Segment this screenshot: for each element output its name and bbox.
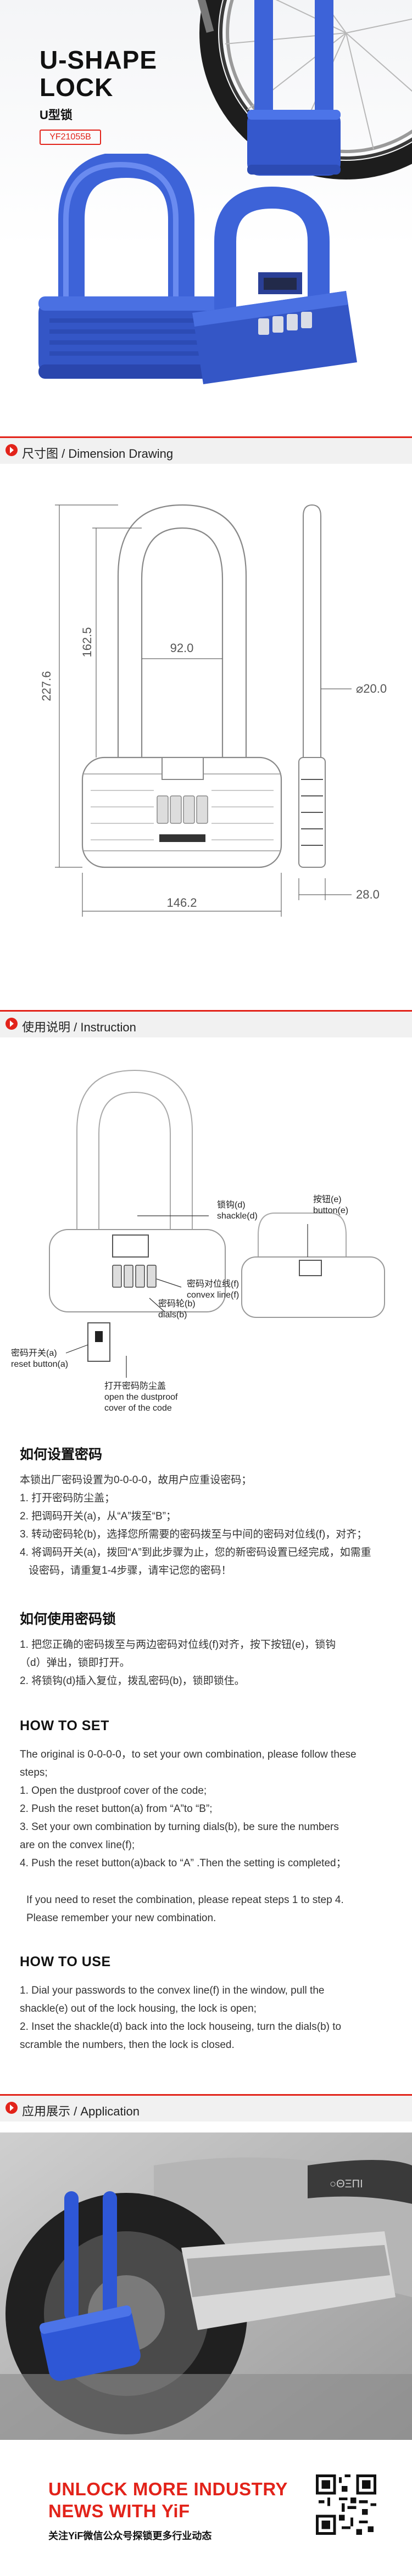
- dimension-drawing: 227.6 162.5 92.0 146.2 ⌀20.0 28.0: [40, 504, 387, 917]
- how-to-set-note-line: Please remember your new combination.: [26, 1912, 216, 1924]
- footer-slogan-line2: NEWS WITH YiF: [48, 2501, 190, 2521]
- section-divider: [0, 436, 412, 438]
- heading-set-code-cn: 如何设置密码: [20, 1447, 103, 1462]
- label-shackle-en: shackle(d): [217, 1211, 258, 1221]
- section-title-application: 应用展示 / Application: [22, 2104, 140, 2118]
- how-to-set-line: 1. Open the dustproof cover of the code;: [20, 1785, 207, 1797]
- scooter-brand-mark: ○ΘΞΠΙ: [330, 2178, 363, 2190]
- how-to-use-line: scramble the numbers, then the lock is c…: [20, 2039, 235, 2051]
- set-code-cn-line: 本锁出厂密码设置为0-0-0-0，故用户应重设密码；: [20, 1474, 252, 1486]
- label-dustproof-en1: open the dustproof: [104, 1393, 178, 1402]
- how-to-set-line: 2. Push the reset button(a) from “A”to “…: [20, 1803, 213, 1815]
- set-code-cn-line: 2. 把调码开关(a)，从“A”拨至“B”；: [20, 1511, 177, 1522]
- application-photo: ○ΘΞΠΙ: [0, 2132, 412, 2440]
- label-dustproof-en2: cover of the code: [104, 1404, 172, 1413]
- play-icon: [5, 1018, 18, 1030]
- how-to-use-text: 1. Dial your passwords to the convex lin…: [20, 1982, 393, 2054]
- hero-subtitle: U型锁: [40, 108, 73, 122]
- heading-how-to-set: HOW TO SET: [20, 1718, 109, 1733]
- label-shackle-cn: 锁钩(d): [217, 1200, 246, 1210]
- footer-wechat-text: 关注YiF微信公众号探锁更多行业动态: [48, 2530, 212, 2541]
- footer: UNLOCK MORE INDUSTRY NEWS WITH YiF 关注YiF…: [0, 2448, 412, 2576]
- total-height-label: 227.6: [40, 671, 53, 701]
- total-width-label: 146.2: [166, 896, 197, 910]
- instruction-diagram: 锁钩(d) shackle(d) 按钮(e) button(e) 密码轮(b) …: [11, 1069, 385, 1413]
- heading-use-code-cn: 如何使用密码锁: [20, 1612, 116, 1627]
- footer-slogan-line1: UNLOCK MORE INDUSTRY: [48, 2479, 288, 2499]
- u-lock-product-image: [38, 154, 220, 379]
- how-to-set-line: 4. Push the reset button(a)back to “A” .…: [20, 1857, 347, 1869]
- label-reset-en: reset button(a): [11, 1360, 68, 1369]
- label-dustproof-cn: 打开密码防尘盖: [104, 1381, 166, 1391]
- section-header-application: 应用展示 / Application: [0, 2094, 412, 2122]
- label-reset-cn: 密码开关(a): [11, 1348, 57, 1358]
- section-divider: [0, 2094, 412, 2096]
- how-to-set-line: 3. Set your own combination by turning d…: [20, 1821, 339, 1833]
- label-convex-en: convex line(f): [187, 1290, 239, 1300]
- set-code-cn-line: 1. 打开密码防尘盖；: [20, 1492, 115, 1504]
- label-dials-en: dials(b): [158, 1310, 187, 1320]
- set-code-cn-line: 设密码，请重复1-4步骤，请牢记您的密码！: [29, 1565, 232, 1576]
- hero-title-line1: U-SHAPE: [40, 46, 158, 74]
- how-to-set-text: The original is 0-0-0-0，to set your own …: [20, 1746, 393, 1872]
- play-icon: [5, 2102, 18, 2114]
- model-badge: YF21055B: [40, 130, 101, 145]
- label-convex-cn: 密码对位线(f): [187, 1279, 239, 1289]
- use-code-cn-line: （d）弹出，锁即打开。: [20, 1657, 130, 1669]
- how-to-use-line: 2. Inset the shackle(d) back into the lo…: [20, 2021, 342, 2033]
- inner-height-label: 162.5: [80, 627, 94, 657]
- label-dials-cn: 密码轮(b): [158, 1299, 196, 1309]
- label-button-en: button(e): [313, 1206, 348, 1215]
- section-divider: [0, 1010, 412, 1012]
- how-to-set-line: steps;: [20, 1767, 48, 1778]
- section-header-dimension: 尺寸图 / Dimension Drawing: [0, 436, 412, 464]
- section-header-instruction: 使用说明 / Instruction: [0, 1010, 412, 1037]
- play-icon: [5, 444, 18, 456]
- hero-section: U-SHAPE LOCK U型锁 YF21055B: [0, 0, 412, 412]
- section-title-instruction: 使用说明 / Instruction: [22, 1020, 136, 1034]
- body-depth-label: 28.0: [356, 888, 380, 901]
- how-to-set-note-line: If you need to reset the combination, pl…: [26, 1894, 344, 1906]
- inner-width-label: 92.0: [170, 641, 194, 655]
- set-code-cn-line: 4. 将调码开关(a)，拨回“A”到此步骤为止，您的新密码设置已经完成，如需重: [20, 1547, 371, 1558]
- qr-code-image[interactable]: [316, 2474, 376, 2535]
- hero-title-line2: LOCK: [40, 73, 114, 102]
- set-code-cn-text: 本锁出厂密码设置为0-0-0-0，故用户应重设密码； 1. 打开密码防尘盖； 2…: [20, 1471, 393, 1580]
- use-code-cn-text: 1. 把您正确的密码拨至与两边密码对位线(f)对齐，按下按钮(e)，锁钩 （d）…: [20, 1636, 393, 1690]
- use-code-cn-line: 2. 将锁钩(d)插入复位，拨乱密码(b)，锁即锁住。: [20, 1675, 245, 1687]
- how-to-use-line: 1. Dial your passwords to the convex lin…: [20, 1985, 325, 1996]
- heading-how-to-use: HOW TO USE: [20, 1954, 111, 1969]
- hero-title: U-SHAPE LOCK: [40, 46, 157, 101]
- u-lock-angle-image: [192, 186, 357, 384]
- set-code-cn-line: 3. 转动密码轮(b)，选择您所需要的密码拨至与中间的密码对位线(f)，对齐；: [20, 1529, 368, 1540]
- how-to-use-line: shackle(e) out of the lock housing, the …: [20, 2003, 257, 2014]
- label-button-cn: 按钮(e): [313, 1194, 342, 1204]
- how-to-set-line: The original is 0-0-0-0，to set your own …: [20, 1749, 357, 1760]
- section-title-dimension: 尺寸图 / Dimension Drawing: [22, 447, 174, 461]
- how-to-set-note: If you need to reset the combination, pl…: [20, 1891, 393, 1927]
- use-code-cn-line: 1. 把您正确的密码拨至与两边密码对位线(f)对齐，按下按钮(e)，锁钩: [20, 1639, 336, 1651]
- shackle-diameter-label: ⌀20.0: [356, 682, 387, 695]
- how-to-set-line: are on the convex line(f);: [20, 1839, 135, 1851]
- lock-on-wheel-image: [247, 0, 341, 176]
